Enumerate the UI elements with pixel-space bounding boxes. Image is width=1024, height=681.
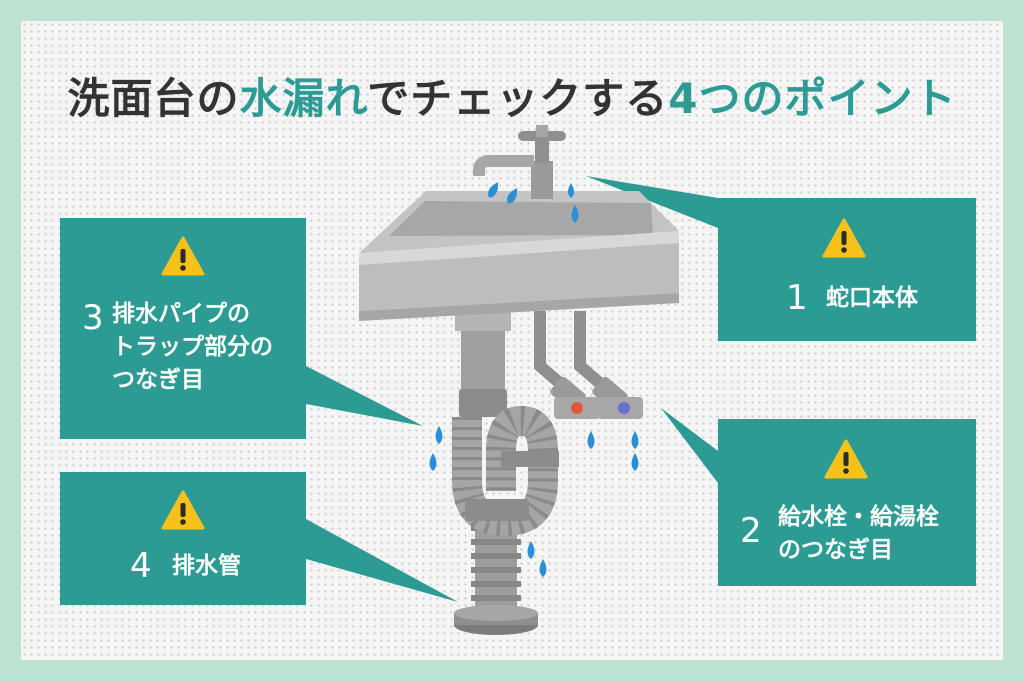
title-highlight-four-points: 4つのポイント [668, 74, 957, 123]
point-text-line: 給水栓・給湯栓 [778, 504, 939, 530]
callout-4-pointer [306, 519, 458, 602]
title-highlight-water-leak: 水漏れ [239, 74, 368, 123]
point-text-line: のつなぎ目 [778, 537, 893, 563]
point-text: 排水管 [172, 550, 241, 583]
page-title: 洗面台の水漏れでチェックする4つのポイント [21, 65, 1003, 126]
callout-2-pointer [661, 408, 718, 483]
callout-1-pointer [586, 176, 718, 228]
warning-icon [822, 218, 866, 258]
callout-3-pointer [306, 366, 423, 426]
point-text-line: つなぎ目 [112, 367, 204, 393]
sink-illustration [306, 125, 718, 635]
sink-icon [359, 191, 679, 321]
warning-icon [161, 490, 205, 530]
point-number: 2 [740, 511, 762, 551]
point-text: 排水パイプの トラップ部分の つなぎ目 [112, 298, 273, 397]
infographic-frame: 洗面台の水漏れでチェックする4つのポイント [21, 21, 1003, 660]
supply-pipes [534, 311, 643, 419]
callout-point-4: 4 排水管 [60, 472, 306, 605]
warning-icon [161, 236, 205, 276]
callout-point-1: 1 蛇口本体 [718, 198, 976, 341]
callout-point-3: 3 排水パイプの トラップ部分の つなぎ目 [60, 218, 306, 439]
point-number: 3 [82, 298, 104, 338]
point-text-line: トラップ部分の [112, 334, 273, 360]
title-part-1: 洗面台の [67, 74, 240, 123]
point-text-line: 蛇口本体 [826, 285, 918, 311]
warning-icon [824, 439, 868, 479]
point-text: 蛇口本体 [826, 282, 918, 315]
point-text-line: 排水管 [172, 553, 241, 579]
point-number: 1 [786, 278, 808, 318]
water-drop-icon [429, 182, 639, 577]
point-text: 給水栓・給湯栓 のつなぎ目 [778, 501, 939, 567]
title-part-2: でチェックする [367, 74, 669, 123]
callout-point-2: 2 給水栓・給湯栓 のつなぎ目 [718, 419, 976, 586]
hot-valve-icon [571, 402, 583, 414]
point-number: 4 [130, 546, 152, 586]
trap-pipe-icon [452, 309, 559, 537]
cold-valve-icon [618, 402, 630, 414]
faucet-icon [473, 125, 566, 199]
point-text-line: 排水パイプの [112, 301, 250, 327]
